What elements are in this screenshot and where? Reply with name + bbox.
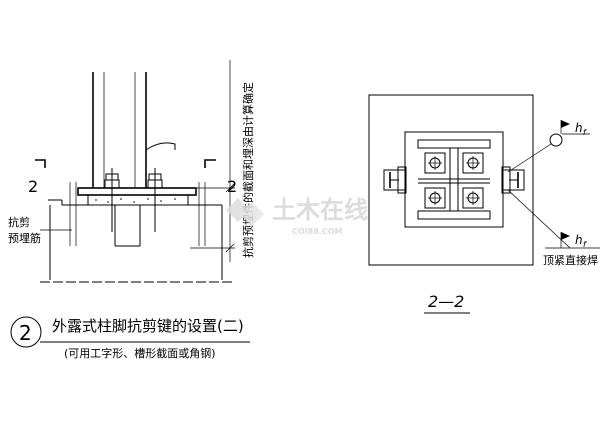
section-mark-left: 2 xyxy=(28,177,38,196)
weld-symbol-top: h xyxy=(575,121,583,135)
weld-note: 顶紧直接焊 xyxy=(543,253,598,267)
vertical-note: 抗剪预埋件的截面和埋深由计算确定 xyxy=(241,82,255,258)
watermark-sub: COI88.COM xyxy=(292,227,342,236)
shear-key-label-line-1: 抗剪 xyxy=(8,215,30,229)
detail-title: 外露式柱脚抗剪键的设置(二) xyxy=(52,317,244,335)
detail-subtitle: (可用工字形、槽形截面或角钢) xyxy=(64,346,216,360)
weld-symbol-bottom: h xyxy=(575,233,583,247)
shear-key-label-line-2: 预埋筋 xyxy=(8,231,41,245)
section-title: 2—2 xyxy=(428,292,464,311)
weld-subscript-top: f xyxy=(583,128,587,137)
weld-subscript-bottom: f xyxy=(583,240,587,249)
watermark: 土木在线 COI88.COM xyxy=(226,196,368,236)
anchor-bolts xyxy=(424,152,484,209)
detail-number: 2 xyxy=(19,321,32,345)
detail-number-circle xyxy=(10,316,42,348)
section-mark-right: 2 xyxy=(227,177,237,196)
grout-hatch xyxy=(95,198,176,203)
section-2-2-plan xyxy=(368,94,600,266)
column-base-elevation xyxy=(35,60,235,283)
watermark-text: 土木在线 xyxy=(272,196,368,224)
